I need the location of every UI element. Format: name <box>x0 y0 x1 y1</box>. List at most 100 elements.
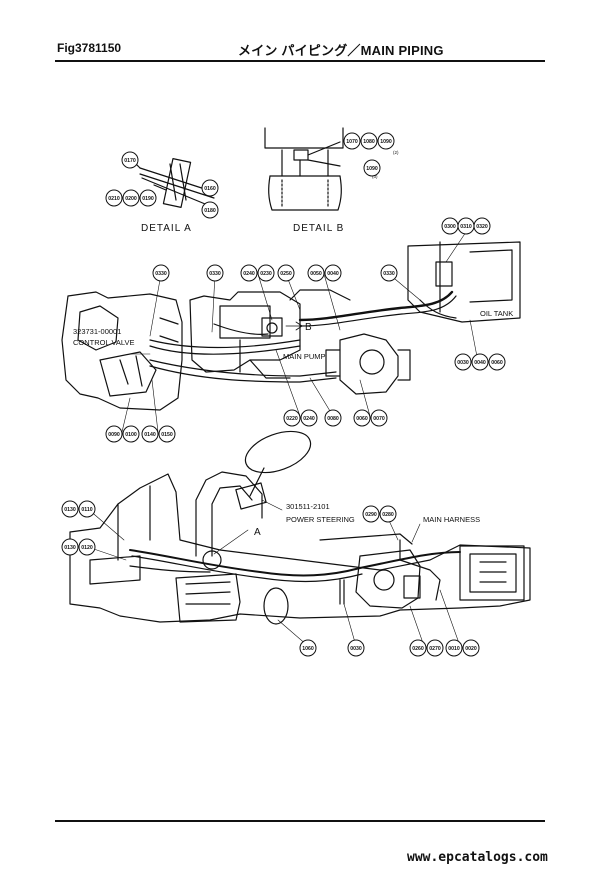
callout-number: 0330 <box>383 271 395 277</box>
callout-number: 0030 <box>350 646 362 652</box>
callout-0030: 0030 <box>347 639 365 657</box>
callout-number: 0230 <box>260 271 272 277</box>
detail-b-drawing <box>264 127 344 211</box>
lower-view-drawing <box>69 430 531 647</box>
callout-0240: 0240 <box>240 264 258 282</box>
callout-circle <box>370 409 388 427</box>
callout-circle <box>343 132 361 150</box>
callout-circle <box>347 639 365 657</box>
callout-circle <box>363 159 381 177</box>
callout-circle <box>201 179 219 197</box>
callout-number: 0210 <box>108 196 120 202</box>
callout-circle <box>206 264 224 282</box>
callout-0110: 0110 <box>78 500 96 518</box>
callout-0300: 0300 <box>441 217 459 235</box>
callout-circle <box>360 132 378 150</box>
callout-1090: 1090 <box>377 132 395 150</box>
callout-number: 0120 <box>81 545 93 551</box>
callout-number: 0140 <box>144 432 156 438</box>
callout-number: 0180 <box>204 208 216 214</box>
callout-circle <box>105 425 123 443</box>
detail-a-label: DETAIL A <box>141 223 192 234</box>
detail-b-note-1: (2) <box>393 150 399 155</box>
callout-number: 0170 <box>124 158 136 164</box>
callout-circle <box>353 409 371 427</box>
callout-number: 0100 <box>125 432 137 438</box>
callout-circle <box>300 409 318 427</box>
callout-0250: 0250 <box>277 264 295 282</box>
callout-number: 0280 <box>382 512 394 518</box>
callout-circle <box>78 500 96 518</box>
callout-0090: 0090 <box>105 425 123 443</box>
callout-circle <box>324 409 342 427</box>
callout-number: 0250 <box>280 271 292 277</box>
callout-circle <box>409 639 427 657</box>
callout-number: 0240 <box>303 416 315 422</box>
power-steering-part-number: 301511-2101 <box>286 502 330 511</box>
callout-circle <box>277 264 295 282</box>
callout-0310: 0310 <box>457 217 475 235</box>
callout-circle <box>257 264 275 282</box>
callout-0330: 0330 <box>380 264 398 282</box>
figure-id: Fig3781150 <box>57 41 122 55</box>
callout-circle <box>377 132 395 150</box>
callout-0260: 0260 <box>409 639 427 657</box>
callout-number: 0160 <box>204 186 216 192</box>
callout-circle <box>141 425 159 443</box>
callout-0040: 0040 <box>471 353 489 371</box>
callout-0160: 0160 <box>201 179 219 197</box>
callout-0210: 0210 <box>105 189 123 207</box>
callout-circle <box>445 639 463 657</box>
callout-0220: 0220 <box>283 409 301 427</box>
callout-0330: 0330 <box>206 264 224 282</box>
detail-b-label: DETAIL B <box>293 223 344 234</box>
callout-circle <box>454 353 472 371</box>
callout-number: 0090 <box>108 432 120 438</box>
callout-0020: 0020 <box>462 639 480 657</box>
callout-number: 0260 <box>412 646 424 652</box>
page-title: メイン パイピング／MAIN PIPING <box>238 43 444 58</box>
callout-0170: 0170 <box>121 151 139 169</box>
callout-number: 0330 <box>155 271 167 277</box>
callout-1080: 1080 <box>360 132 378 150</box>
callout-0280: 0280 <box>379 505 397 523</box>
callout-number: 0130 <box>64 507 76 513</box>
callout-0080: 0080 <box>324 409 342 427</box>
callout-circle <box>379 505 397 523</box>
callout-number: 0310 <box>460 224 472 230</box>
arrow-a-label: A <box>254 527 261 538</box>
callout-circle <box>61 538 79 556</box>
callout-number: 0070 <box>373 416 385 422</box>
callout-number: 0110 <box>81 507 92 513</box>
callout-1090: 1090 <box>363 159 381 177</box>
callout-circle <box>488 353 506 371</box>
callout-1070: 1070 <box>343 132 361 150</box>
callout-number: 0050 <box>310 271 322 277</box>
callout-0120: 0120 <box>78 538 96 556</box>
callout-0230: 0230 <box>257 264 275 282</box>
callout-circle <box>158 425 176 443</box>
callout-0190: 0190 <box>139 189 157 207</box>
callout-number: 0040 <box>474 360 486 366</box>
callout-1060: 1060 <box>299 639 317 657</box>
arrow-b-label: B <box>305 322 312 333</box>
callout-number: 0150 <box>161 432 173 438</box>
callout-circle <box>122 425 140 443</box>
callout-0180: 0180 <box>201 201 219 219</box>
callout-circle <box>139 189 157 207</box>
callout-0270: 0270 <box>426 639 444 657</box>
control-valve-label: CONTROL VALVE <box>73 338 135 347</box>
callout-number: 0320 <box>476 224 488 230</box>
upper-view-drawing <box>61 231 521 433</box>
callout-0100: 0100 <box>122 425 140 443</box>
callout-0030: 0030 <box>454 353 472 371</box>
main-pump-label: MAIN PUMP <box>283 352 326 361</box>
callout-0240: 0240 <box>300 409 318 427</box>
callout-0200: 0200 <box>122 189 140 207</box>
callout-0130: 0130 <box>61 500 79 518</box>
callout-circle <box>201 201 219 219</box>
callout-circle <box>473 217 491 235</box>
callout-circle <box>324 264 342 282</box>
callout-number: 1090 <box>380 139 392 145</box>
